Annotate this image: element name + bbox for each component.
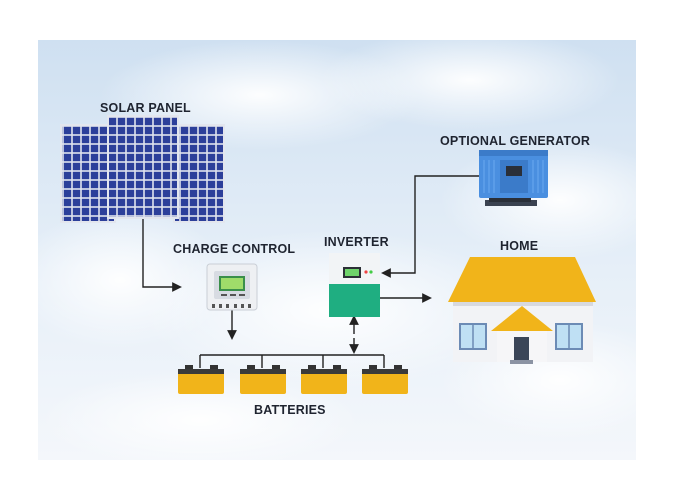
label-batteries: BATTERIES [254,403,326,417]
charge-controller [206,263,258,311]
solar-panel [60,115,225,223]
clouds [10,30,675,470]
generator [479,150,548,206]
inverter [329,253,380,317]
label-home: HOME [500,239,538,253]
wire-panel-to-charge [142,218,182,292]
label-optional-generator: OPTIONAL GENERATOR [440,134,590,148]
batteries [178,365,408,394]
wire-generator-to-inverter [381,175,484,278]
home [448,257,596,364]
label-charge-control: CHARGE CONTROL [173,242,295,256]
label-solar-panel: SOLAR PANEL [100,101,191,115]
label-inverter: INVERTER [324,235,389,249]
wires [142,175,484,368]
